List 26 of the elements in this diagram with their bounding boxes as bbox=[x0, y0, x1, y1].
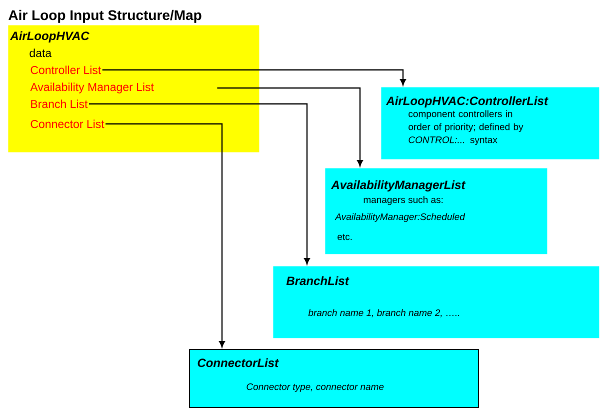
object-box bbox=[8, 25, 260, 152]
field-label: Controller List bbox=[30, 66, 102, 74]
box-text: etc. bbox=[338, 234, 352, 240]
object-box bbox=[325, 168, 548, 254]
arrow bbox=[106, 123, 225, 348]
object-box bbox=[189, 348, 479, 408]
field-label: Branch List bbox=[31, 100, 88, 108]
arrow bbox=[102, 69, 406, 86]
box-heading: AirLoopHVAC bbox=[10, 31, 90, 42]
object-box bbox=[273, 266, 600, 338]
box-text: data bbox=[30, 48, 52, 58]
box-heading: AvailabilityManagerList bbox=[330, 180, 466, 192]
object-box bbox=[381, 87, 600, 160]
arrow bbox=[88, 103, 310, 264]
box-heading: BranchList bbox=[286, 276, 350, 286]
field-label: Connector List bbox=[30, 120, 104, 128]
box-heading: AirLoopHVAC:ControllerList bbox=[386, 96, 548, 108]
box-text: component controllers in order of priority; defined by CONTROL:... syntax bbox=[408, 110, 524, 146]
box-heading: ConnectorList bbox=[198, 358, 279, 368]
arrow bbox=[217, 87, 363, 166]
box-text: Connector type, connector name bbox=[246, 383, 384, 392]
field-label: Availability Manager List bbox=[30, 82, 154, 94]
box-text: managers such as: bbox=[364, 196, 443, 205]
title: Air Loop Input Structure/Map bbox=[8, 10, 202, 23]
box-text: AvailabilityManager:Scheduled bbox=[334, 213, 466, 222]
box-text: branch name 1, branch name 2, ….. bbox=[308, 309, 460, 318]
